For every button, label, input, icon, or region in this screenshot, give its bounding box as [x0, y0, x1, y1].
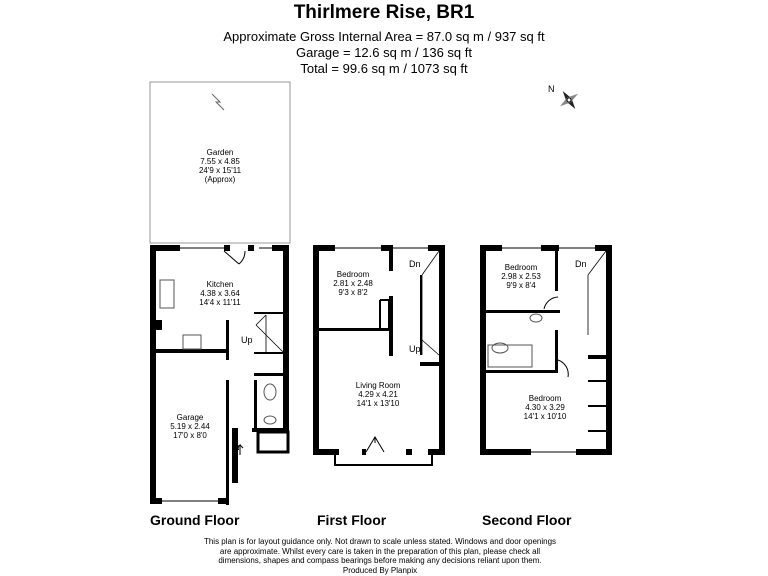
- svg-text:Garage: Garage: [177, 413, 204, 422]
- ground-floor-label: Ground Floor: [150, 512, 240, 528]
- walls: [480, 245, 612, 455]
- svg-text:4.38 x 3.64: 4.38 x 3.64: [200, 289, 240, 298]
- svg-text:Kitchen: Kitchen: [207, 280, 234, 289]
- garage-area: Garage = 12.6 sq m / 136 sq ft: [296, 45, 472, 60]
- svg-text:14'1 x 10'10: 14'1 x 10'10: [524, 412, 567, 421]
- bedroom-large-label: Bedroom 4.30 x 3.29 14'1 x 10'10: [524, 394, 567, 421]
- toilet-icon: [491, 342, 509, 354]
- svg-text:Bedroom: Bedroom: [337, 270, 370, 279]
- french-doors: [365, 436, 385, 453]
- total-area: Total = 99.6 sq m / 1073 sq ft: [300, 61, 468, 76]
- svg-text:Garden: Garden: [207, 148, 234, 157]
- svg-text:(Approx): (Approx): [205, 175, 236, 184]
- second-floor-plan: Bedroom 2.98 x 2.53 9'9 x 8'4 Bedroom 4.…: [480, 245, 612, 455]
- bath-icon: [487, 344, 533, 368]
- toilet-icon: [263, 383, 277, 401]
- basin-icon: [263, 415, 277, 425]
- disclaimer-line: This plan is for layout guidance only. N…: [203, 537, 557, 546]
- hob-icon: [182, 334, 202, 350]
- stairs-down-label: Dn: [575, 259, 587, 269]
- first-bedroom-label: Bedroom 2.81 x 2.48 9'3 x 8'2: [333, 270, 373, 297]
- svg-text:4.30 x 3.29: 4.30 x 3.29: [525, 403, 565, 412]
- compass-icon: N: [548, 84, 579, 110]
- svg-text:14'4 x 11'11: 14'4 x 11'11: [199, 298, 241, 307]
- garden-outline: [149, 81, 291, 244]
- svg-text:2.98 x 2.53: 2.98 x 2.53: [501, 272, 541, 281]
- svg-text:2.81 x 2.48: 2.81 x 2.48: [333, 279, 373, 288]
- svg-text:7.55 x 4.85: 7.55 x 4.85: [200, 157, 240, 166]
- kitchen-door: [223, 250, 246, 265]
- svg-text:5.19 x 2.44: 5.19 x 2.44: [170, 422, 210, 431]
- svg-text:17'0 x 8'0: 17'0 x 8'0: [173, 431, 207, 440]
- svg-text:24'9 x 15'11: 24'9 x 15'11: [199, 166, 242, 175]
- cupboard: [379, 299, 390, 328]
- kitchen-label: Kitchen 4.38 x 3.64 14'4 x 11'11: [199, 280, 241, 307]
- first-floor-label: First Floor: [317, 512, 387, 528]
- page-title: Thirlmere Rise, BR1: [293, 2, 475, 23]
- svg-text:9'3 x 8'2: 9'3 x 8'2: [338, 288, 368, 297]
- svg-text:N: N: [548, 84, 555, 94]
- second-floor-label: Second Floor: [482, 512, 572, 528]
- door: [557, 359, 569, 378]
- ground-floor-plan: Garden 7.55 x 4.85 24'9 x 15'11 (Approx): [149, 81, 291, 505]
- door: [543, 296, 559, 310]
- bay-window: [334, 455, 433, 466]
- svg-text:Bedroom: Bedroom: [529, 394, 562, 403]
- walls: [150, 245, 290, 505]
- sink-icon: [159, 279, 175, 309]
- disclaimer-line: are approximate. Whilst every care is ta…: [219, 546, 541, 556]
- entrance-arrow-icon: [236, 443, 244, 455]
- bedroom-small-label: Bedroom 2.98 x 2.53 9'9 x 8'4: [501, 263, 541, 290]
- walls: [313, 245, 445, 455]
- garage-label: Garage 5.19 x 2.44 17'0 x 8'0: [170, 413, 210, 440]
- basin-icon: [529, 313, 543, 323]
- producer-credit: Produced By Planpix: [342, 565, 418, 575]
- stairs-down-label: Dn: [409, 259, 421, 269]
- garden-label: Garden 7.55 x 4.85 24'9 x 15'11 (Approx): [199, 148, 242, 184]
- stairs-icon: [421, 250, 440, 356]
- svg-text:Living Room: Living Room: [356, 381, 401, 390]
- svg-text:4.29 x 4.21: 4.29 x 4.21: [358, 390, 398, 399]
- svg-text:9'9 x 8'4: 9'9 x 8'4: [506, 281, 536, 290]
- disclaimer: This plan is for layout guidance only. N…: [190, 537, 570, 575]
- stairs-up-label: Up: [241, 335, 253, 345]
- svg-text:14'1 x 13'10: 14'1 x 13'10: [357, 399, 400, 408]
- gross-area: Approximate Gross Internal Area = 87.0 s…: [223, 29, 545, 44]
- disclaimer-line: dimensions, shapes and compass bearings …: [218, 556, 542, 565]
- stairs-icon: [255, 314, 285, 354]
- stairs-up-label: Up: [409, 344, 421, 354]
- living-room-label: Living Room 4.29 x 4.21 14'1 x 13'10: [356, 381, 401, 408]
- first-floor-plan: Bedroom 2.81 x 2.48 9'3 x 8'2 Living Roo…: [313, 245, 445, 466]
- stairs-icon: [587, 250, 607, 335]
- entrance-label: IN: [233, 445, 240, 452]
- svg-text:Bedroom: Bedroom: [505, 263, 538, 272]
- break-line-icon: [211, 93, 225, 111]
